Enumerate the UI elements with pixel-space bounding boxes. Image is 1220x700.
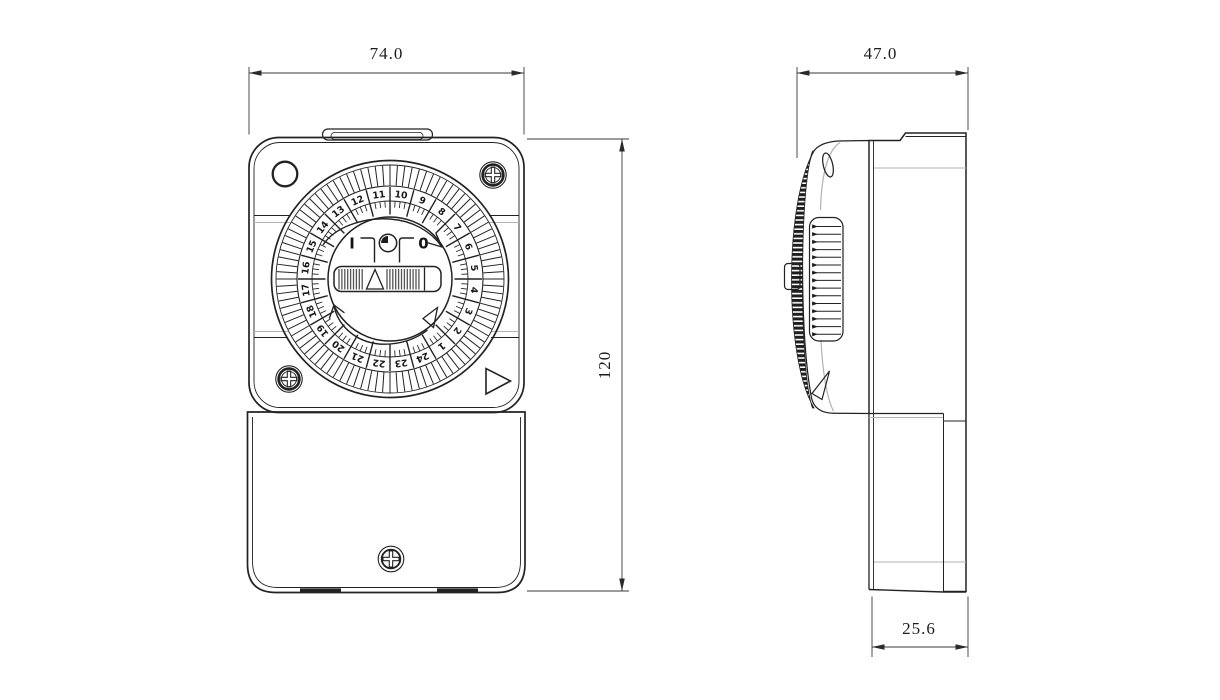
switch-off-label: 0 xyxy=(418,235,428,253)
dial-hour-label: 18 xyxy=(305,303,320,319)
time-pointer-icon xyxy=(421,305,439,329)
side-dial-tab[interactable] xyxy=(783,262,801,291)
screw-bottom-left xyxy=(275,365,303,393)
side-triangle-marker-icon xyxy=(811,370,831,401)
dial-hour-label: 15 xyxy=(305,239,320,255)
side-rack-window xyxy=(808,216,844,342)
side-oval-hole xyxy=(822,152,834,178)
dimensions: 74.0 120 47.0 25.6 xyxy=(248,44,969,657)
dim-side-depth: 47.0 xyxy=(796,44,969,158)
screw-bottom-center xyxy=(377,545,405,573)
dial-hour-label: 2 xyxy=(451,324,464,336)
rotation-arrow-bottom xyxy=(328,304,428,345)
dial-hour-label: 9 xyxy=(417,195,427,208)
screw-top-right xyxy=(479,161,507,189)
faceplate-inner xyxy=(253,142,520,408)
slider-switch[interactable] xyxy=(333,265,442,293)
phillips-cross-icon xyxy=(280,370,298,388)
slider-hatch xyxy=(338,269,420,290)
corner-hole xyxy=(271,160,299,188)
dial-hour-label: 4 xyxy=(468,286,480,294)
dim-side-lower-depth-label: 25.6 xyxy=(902,619,936,638)
dim-front-height-label: 120 xyxy=(595,351,614,380)
dial-hour-label: 16 xyxy=(300,261,313,275)
slider-pointer-icon xyxy=(365,267,385,290)
dim-front-height: 120 xyxy=(527,138,629,592)
dial-hour-label: 24 xyxy=(414,349,431,364)
dial-hour-label: 17 xyxy=(300,283,313,297)
dial-hour-label: 5 xyxy=(468,264,480,272)
triangle-marker-icon xyxy=(485,367,513,396)
switch-on-label: I xyxy=(349,235,355,253)
dial-hour-label: 6 xyxy=(462,242,475,252)
dial-hour-label: 23 xyxy=(394,356,408,369)
dim-front-width-label: 74.0 xyxy=(370,44,404,63)
lower-body xyxy=(246,411,526,594)
side-view xyxy=(783,132,967,593)
dial-hub xyxy=(327,216,453,342)
dim-side-lower-depth: 25.6 xyxy=(871,596,969,657)
dial-segment-ring[interactable] xyxy=(276,165,504,393)
dial-hour-label: 3 xyxy=(462,306,475,316)
phillips-cross-icon xyxy=(382,550,400,568)
side-body-outline xyxy=(869,132,967,593)
dial-hour-label: 8 xyxy=(435,206,447,219)
side-faceplate xyxy=(801,139,870,415)
phillips-cross-icon xyxy=(484,166,502,184)
dial-hour-label: 11 xyxy=(372,189,386,202)
dim-front-width: 74.0 xyxy=(248,44,525,135)
dial-hour-label: 12 xyxy=(350,194,366,209)
clock-icon xyxy=(378,233,398,253)
dial-hour-label: 7 xyxy=(451,222,464,234)
dial-hour-label: 21 xyxy=(350,349,366,364)
switch-brackets xyxy=(360,237,414,263)
dial-hour-label: 10 xyxy=(394,189,409,202)
top-tab-inner xyxy=(330,132,424,140)
dim-side-depth-label: 47.0 xyxy=(864,44,898,63)
dial-hour-label: 1 xyxy=(435,340,447,353)
side-rack-teeth xyxy=(812,224,841,337)
side-body-junction xyxy=(868,412,966,593)
side-dial-teeth[interactable] xyxy=(791,150,815,409)
top-tab xyxy=(321,128,434,141)
rotation-arrow-top xyxy=(322,218,443,248)
dial-hour-label: 22 xyxy=(372,356,386,369)
